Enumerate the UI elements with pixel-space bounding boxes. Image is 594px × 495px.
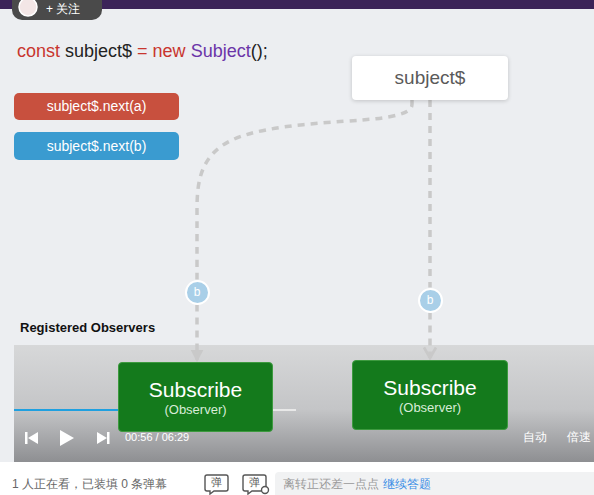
code-class: Subject [191,41,251,63]
danmaku-icon-text: 弹 [211,476,222,489]
autoplay-button: 自动 [523,430,547,444]
follow-button: + 关注 [46,2,80,16]
marble-value: b [194,285,201,299]
player-overlay [14,345,594,462]
avatar [19,0,37,16]
dashed-connector [197,100,412,280]
dashed-connector [195,305,199,361]
input-placeholder: 离转正还差一点点 [283,477,379,491]
section-heading: Registered Observers [20,320,155,336]
speed-button: 倍速 [567,430,591,444]
observer-box: Subscribe(Observer) [352,360,508,430]
subject-box: subject$ [352,56,508,100]
viewer-count: 1 人正在看，已装填 0 条弹幕 [12,477,167,491]
code-keyword: new [153,41,186,63]
follow-pill [12,0,102,20]
code-line: constsubject$=newSubject(); [17,41,268,63]
observer-note: (Observer) [399,400,461,416]
code-call: subject$.next(a) [47,98,147,115]
code-identifier: subject$ [65,41,132,63]
value-marble: b [185,280,210,305]
marble-value: b [427,293,434,307]
code-operator: = [137,41,148,63]
subject-name: subject$ [395,67,466,90]
progress-played [14,409,135,411]
observer-box: Subscribe(Observer) [118,362,273,432]
subscribe-title: Subscribe [383,375,476,400]
code-keyword: const [17,41,60,63]
observer-note: (Observer) [164,402,226,418]
next-call-box: subject$.next(a) [14,93,179,120]
time-display: 00:56 / 06:29 [125,431,189,444]
dashed-connector [428,100,432,288]
quiz-link: 继续答题 [383,477,431,491]
danmaku-icon-text: 弹 [249,476,260,489]
next-call-box: subject$.next(b) [14,132,179,160]
input-box [275,472,594,495]
input-prompt: 离转正还差一点点继续答题 [283,477,431,491]
subscribe-title: Subscribe [149,377,242,402]
value-marble: b [418,288,443,313]
dashed-connector [428,313,432,359]
player-controls [25,430,110,446]
code-call: subject$.next(b) [47,138,147,155]
code-punctuation: (); [251,41,268,63]
danmaku-icons [205,475,269,494]
